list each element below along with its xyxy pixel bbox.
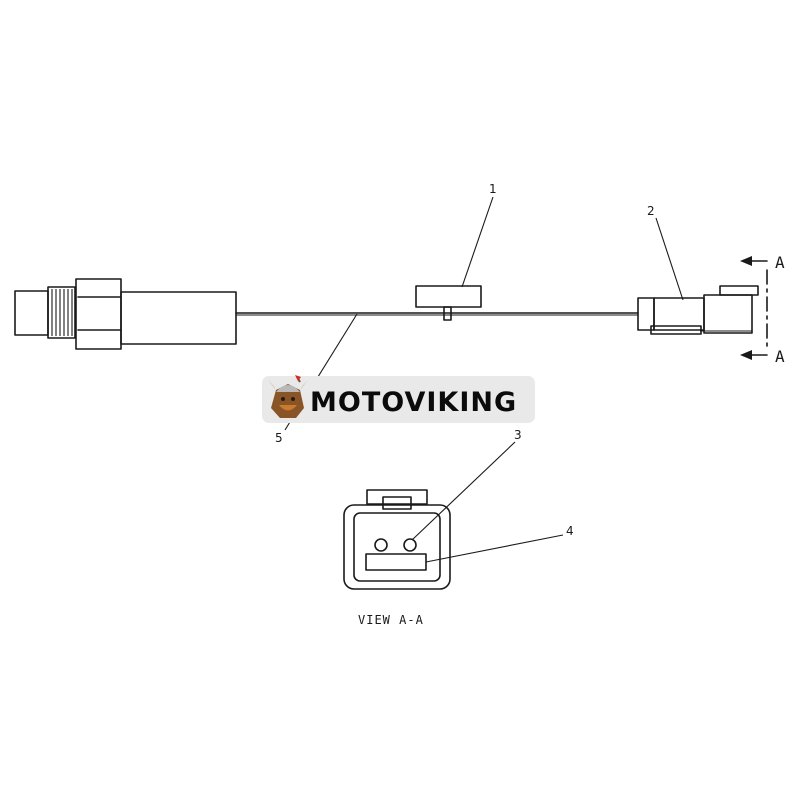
connector-face-view <box>343 489 451 590</box>
callout-2: 2 <box>647 204 655 218</box>
identification-tag <box>415 285 482 321</box>
callout-1: 1 <box>489 182 497 196</box>
terminal-lock <box>365 553 427 571</box>
harness-wire <box>235 312 639 316</box>
pin-cavity-1 <box>374 538 388 552</box>
connector-plug <box>637 285 759 335</box>
callout-3: 3 <box>514 428 522 442</box>
view-label: VIEW A-A <box>358 613 424 627</box>
section-label-bottom: A <box>775 347 785 366</box>
viking-mascot-icon <box>268 375 308 418</box>
brand-wordmark: MOTOVIKING <box>310 387 517 418</box>
pressure-sensor <box>14 278 237 350</box>
callout-4: 4 <box>566 524 574 538</box>
section-cut-marker: A A <box>740 253 785 366</box>
watermark-banner: MOTOVIKING <box>262 375 535 423</box>
callout-5: 5 <box>275 431 283 445</box>
watermark-background <box>262 376 535 423</box>
pin-cavity-2 <box>403 538 417 552</box>
section-label-top: A <box>775 253 785 272</box>
